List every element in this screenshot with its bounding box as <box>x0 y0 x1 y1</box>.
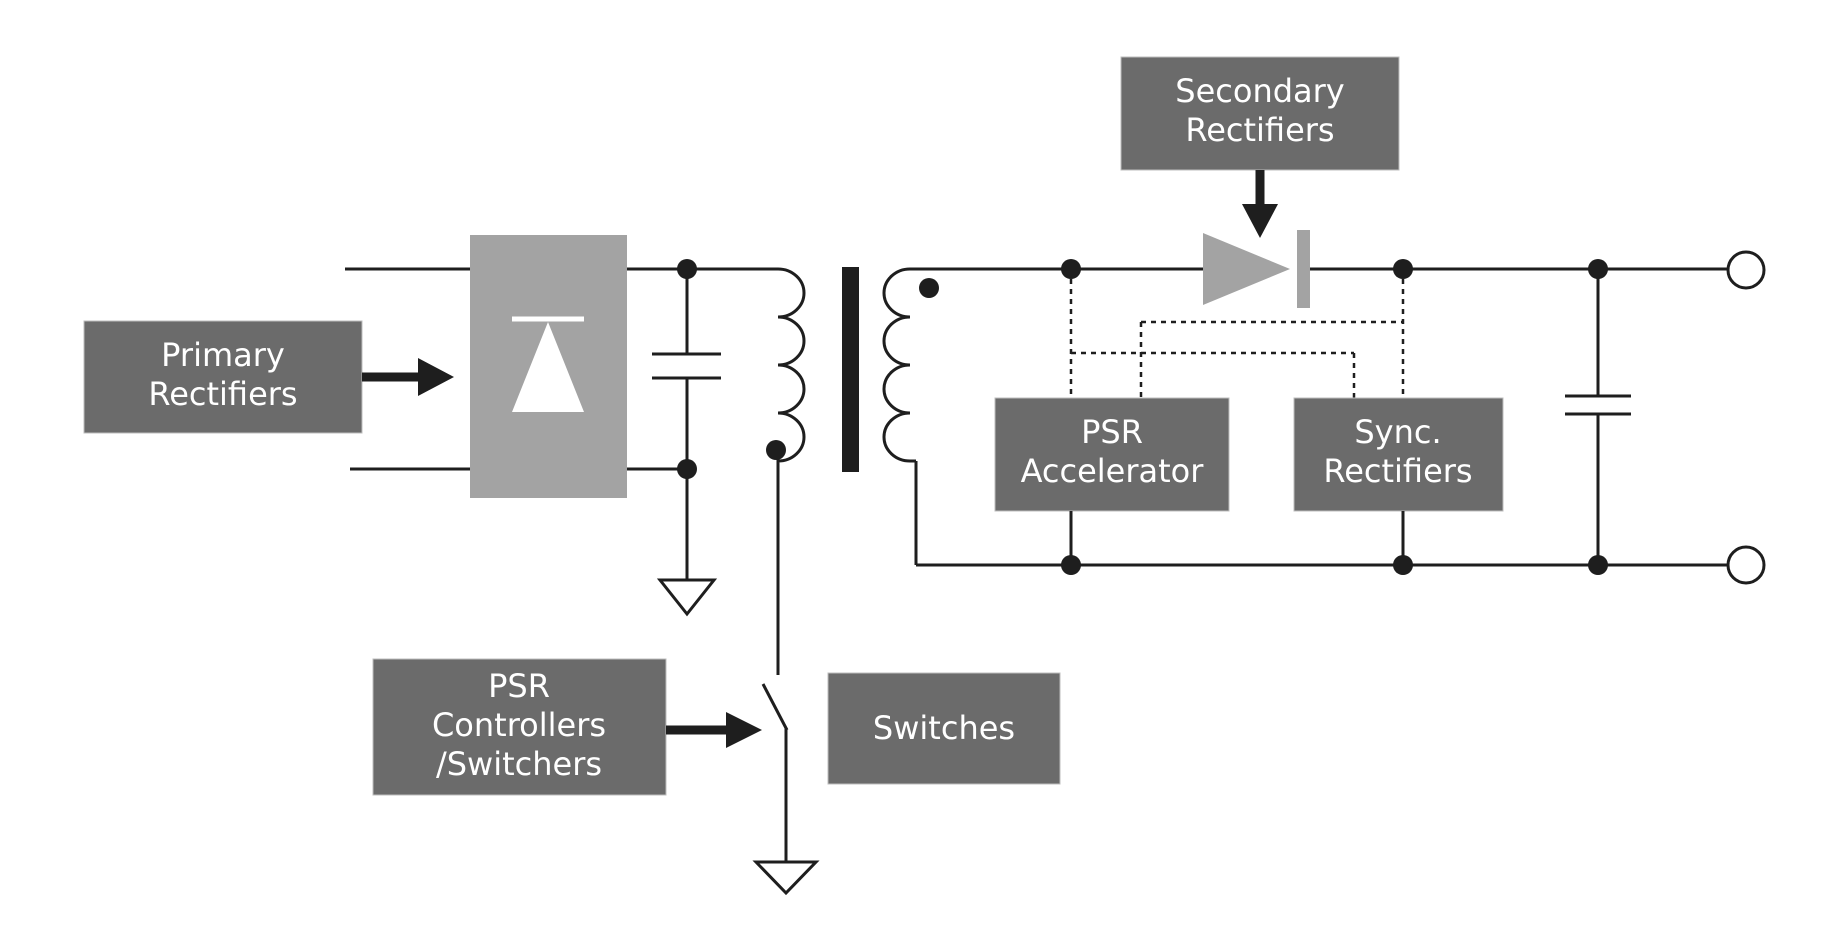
primary-polarity-dot <box>766 440 786 460</box>
primary-switch <box>752 683 820 896</box>
controller-arrow <box>666 712 762 748</box>
input-lines <box>345 267 470 471</box>
secondary-arrow <box>1242 170 1278 238</box>
primary-winding <box>776 267 806 675</box>
node <box>1393 555 1413 575</box>
secondary-rectifiers-line-2: Rectifiers <box>1185 111 1334 149</box>
node <box>1393 259 1413 279</box>
transformer-core <box>842 267 859 472</box>
output-capacitor <box>1565 269 1631 565</box>
primary-arrow <box>362 358 454 396</box>
switch-ground-symbol <box>752 860 820 896</box>
node <box>1588 555 1608 575</box>
switches-label: Switches <box>827 672 1061 785</box>
primary-rectifiers-line-2: Rectifiers <box>148 375 297 413</box>
primary-rectifiers-label: Primary Rectifiers <box>83 320 363 434</box>
bridge-rectifier <box>470 235 627 498</box>
secondary-nodes <box>1061 259 1608 575</box>
output-terminal-negative <box>1726 545 1766 585</box>
sync-rectifiers-line-2: Rectifiers <box>1323 452 1472 490</box>
psr-accelerator-label: PSR Accelerator <box>994 397 1230 512</box>
sync-rectifiers-label: Sync. Rectifiers <box>1293 397 1504 512</box>
node <box>1588 259 1608 279</box>
node <box>1061 555 1081 575</box>
psr-controllers-line-2: Controllers <box>432 706 606 744</box>
secondary-diode <box>1203 230 1310 308</box>
psr-accelerator-line-2: Accelerator <box>1021 452 1205 490</box>
node <box>677 459 697 479</box>
bridge-diode-triangle <box>512 322 584 412</box>
secondary-polarity-dot <box>919 278 939 298</box>
psr-accelerator-line-1: PSR <box>1081 413 1143 451</box>
sync-rectifiers-line-1: Sync. <box>1354 413 1441 451</box>
secondary-rectifiers-label: Secondary Rectifiers <box>1120 56 1400 171</box>
node <box>1061 259 1081 279</box>
sense-connections <box>1069 269 1405 398</box>
secondary-winding <box>882 267 911 463</box>
primary-ground-symbol <box>656 578 718 617</box>
psr-controllers-line-1: PSR <box>488 667 550 705</box>
output-terminal-positive <box>1726 250 1766 290</box>
primary-rectifiers-line-1: Primary <box>161 336 285 374</box>
psr-controllers-label: PSR Controllers /Switchers <box>372 658 667 796</box>
bulk-capacitor-network <box>627 259 721 617</box>
psr-controllers-line-3: /Switchers <box>436 745 602 783</box>
secondary-rectifiers-line-1: Secondary <box>1175 72 1344 110</box>
switches-text: Switches <box>873 709 1015 747</box>
